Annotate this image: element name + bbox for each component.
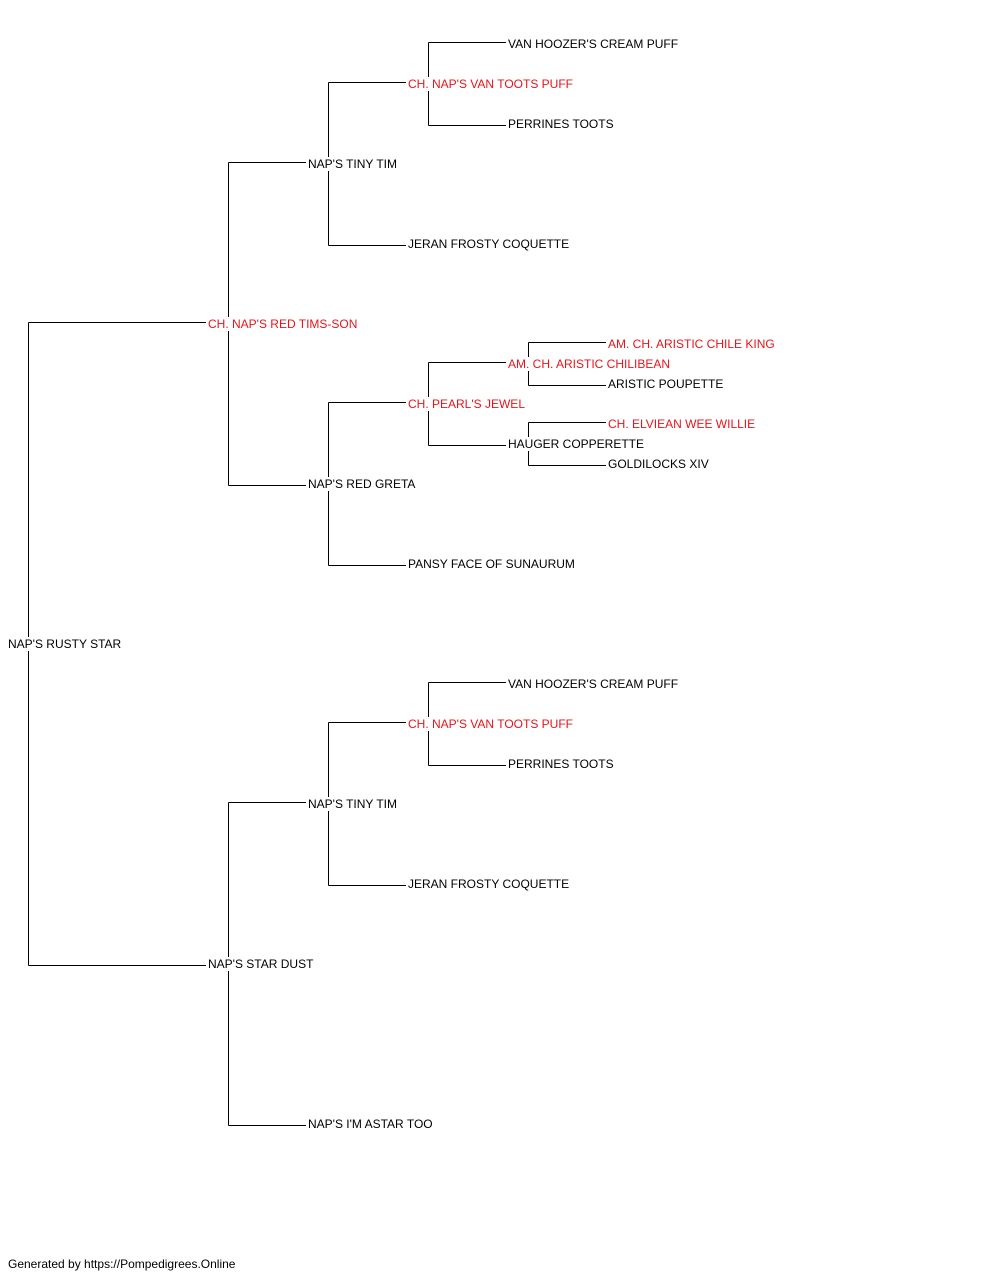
pedigree-root-name: NAP'S RUSTY STAR <box>8 637 124 651</box>
pedigree-gen4-name: AM. CH. ARISTIC CHILIBEAN <box>508 357 673 371</box>
pedigree-dam-name: NAP'S STAR DUST <box>208 957 316 971</box>
pedigree-gen3-name: CH. NAP'S VAN TOOTS PUFF <box>408 77 575 91</box>
pedigree-gen5-name: GOLDILOCKS XIV <box>608 457 711 471</box>
pedigree-gen4-name: PERRINES TOOTS <box>508 757 616 771</box>
pedigree-gen5-name: ARISTIC POUPETTE <box>608 377 726 391</box>
pedigree-gen2-name: NAP'S I'M ASTAR TOO <box>308 1117 435 1131</box>
pedigree-gen4-name: HAUGER COPPERETTE <box>508 437 647 451</box>
pedigree-gen2-name: NAP'S TINY TIM <box>308 797 399 811</box>
footer-credit: Generated by https://Pompedigrees.Online <box>8 1257 236 1271</box>
pedigree-gen4-name: VAN HOOZER'S CREAM PUFF <box>508 37 681 51</box>
pedigree-sire-name: CH. NAP'S RED TIMS-SON <box>208 317 360 331</box>
pedigree-gen3-name: PANSY FACE OF SUNAURUM <box>408 557 577 571</box>
pedigree-gen5-name: AM. CH. ARISTIC CHILE KING <box>608 337 777 351</box>
pedigree-gen3-name: CH. PEARL'S JEWEL <box>408 397 527 411</box>
pedigree-gen3-name: CH. NAP'S VAN TOOTS PUFF <box>408 717 575 731</box>
pedigree-gen4-name: PERRINES TOOTS <box>508 117 616 131</box>
pedigree-gen3-name: JERAN FROSTY COQUETTE <box>408 877 572 891</box>
pedigree-gen2-name: NAP'S RED GRETA <box>308 477 418 491</box>
pedigree-gen2-name: NAP'S TINY TIM <box>308 157 399 171</box>
pedigree-gen4-name: VAN HOOZER'S CREAM PUFF <box>508 677 681 691</box>
pedigree-gen3-name: JERAN FROSTY COQUETTE <box>408 237 572 251</box>
pedigree-gen5-name: CH. ELVIEAN WEE WILLIE <box>608 417 758 431</box>
